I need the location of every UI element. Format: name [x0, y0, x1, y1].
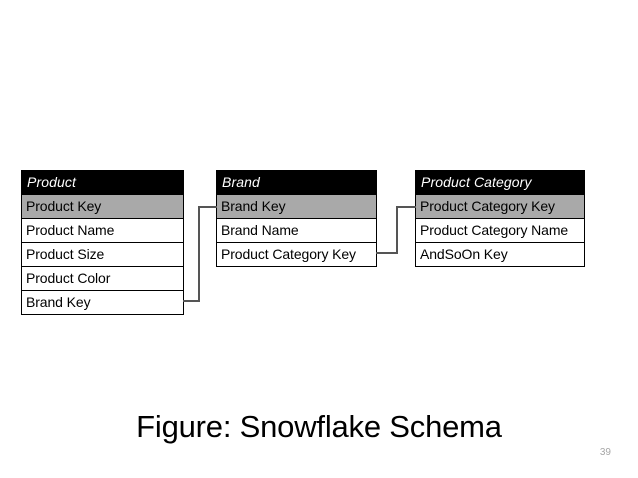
relationship-line-product-to-brand — [198, 206, 217, 208]
entity-table-product-category[interactable]: Product Category Product Category Key Pr… — [415, 170, 585, 267]
relationship-line-product-to-brand — [198, 206, 200, 302]
entity-row-product-category-product-category-key[interactable]: Product Category Key — [416, 194, 584, 218]
entity-row-brand-brand-key[interactable]: Brand Key — [217, 194, 376, 218]
relationship-line-product-to-brand — [183, 300, 200, 302]
relationship-line-brand-to-product-category — [396, 206, 398, 254]
entity-row-product-category-andsoon-key[interactable]: AndSoOn Key — [416, 242, 584, 266]
entity-row-product-category-product-category-name[interactable]: Product Category Name — [416, 218, 584, 242]
entity-table-product[interactable]: Product Product Key Product Name Product… — [21, 170, 184, 315]
entity-title-product-category: Product Category — [416, 171, 584, 194]
entity-row-product-product-color[interactable]: Product Color — [22, 266, 183, 290]
entity-row-brand-product-category-key[interactable]: Product Category Key — [217, 242, 376, 266]
entity-row-product-product-name[interactable]: Product Name — [22, 218, 183, 242]
entity-row-product-brand-key[interactable]: Brand Key — [22, 290, 183, 314]
entity-title-product: Product — [22, 171, 183, 194]
entity-row-brand-brand-name[interactable]: Brand Name — [217, 218, 376, 242]
relationship-line-brand-to-product-category — [396, 206, 416, 208]
entity-row-product-product-size[interactable]: Product Size — [22, 242, 183, 266]
entity-row-product-product-key[interactable]: Product Key — [22, 194, 183, 218]
entity-table-brand[interactable]: Brand Brand Key Brand Name Product Categ… — [216, 170, 377, 267]
figure-caption: Figure: Snowflake Schema — [136, 409, 502, 444]
relationship-line-brand-to-product-category — [376, 252, 398, 254]
page-number: 39 — [599, 447, 611, 458]
entity-title-brand: Brand — [217, 171, 376, 194]
